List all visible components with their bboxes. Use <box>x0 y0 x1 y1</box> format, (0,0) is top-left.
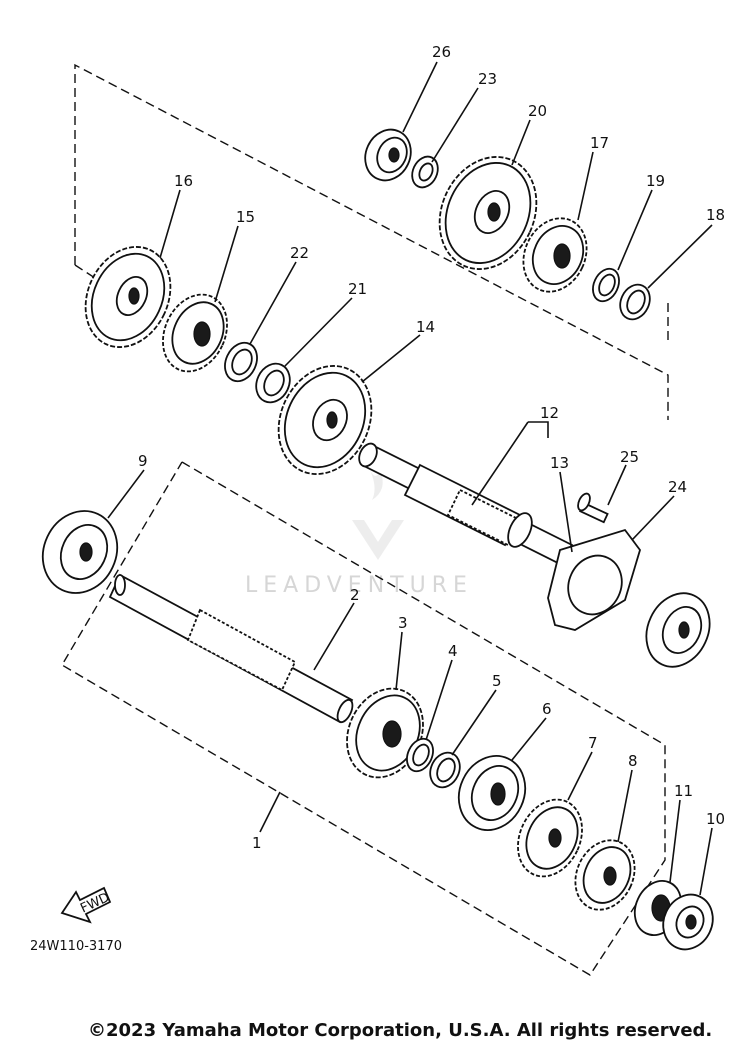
gear-14 <box>277 365 373 475</box>
mainshaft-2 <box>108 573 354 724</box>
callout-numbers: 26 23 20 17 19 18 16 15 22 21 14 12 13 2… <box>138 43 725 852</box>
gear-3 <box>346 687 424 779</box>
washer-23 <box>411 155 439 189</box>
callout-17: 17 <box>590 134 609 152</box>
watermark-text: LEADVENTURE <box>245 573 473 598</box>
gear-8 <box>574 839 636 911</box>
gear-16 <box>84 246 172 348</box>
gear-7 <box>517 798 583 878</box>
gear-6 <box>457 755 527 831</box>
washer-21 <box>255 362 291 404</box>
callout-1: 1 <box>252 834 262 852</box>
callout-5: 5 <box>492 672 502 690</box>
callout-11: 11 <box>674 782 693 800</box>
circlip-4 <box>406 737 434 773</box>
countershaft-12 <box>358 442 574 567</box>
circlip-19 <box>592 267 620 303</box>
callout-4: 4 <box>448 642 458 660</box>
gear-17 <box>522 217 588 293</box>
circlip-22 <box>224 341 258 383</box>
callout-22: 22 <box>290 244 309 262</box>
screw-25 <box>577 492 609 524</box>
fwd-label: FWD <box>78 890 112 916</box>
callout-20: 20 <box>528 102 547 120</box>
callout-15: 15 <box>236 208 255 226</box>
bearing-10 <box>662 893 714 951</box>
callout-2: 2 <box>350 586 360 604</box>
callout-18: 18 <box>706 206 725 224</box>
bearing-9 <box>41 510 119 594</box>
callout-14: 14 <box>416 318 435 336</box>
callout-19: 19 <box>646 172 665 190</box>
callout-8: 8 <box>628 752 638 770</box>
callout-16: 16 <box>174 172 193 190</box>
copyright-notice: ©2023 Yamaha Motor Corporation, U.S.A. A… <box>88 1020 713 1041</box>
callout-25: 25 <box>620 448 639 466</box>
mainshaft-group-outline <box>61 461 666 976</box>
callout-24: 24 <box>668 478 687 496</box>
callout-12: 12 <box>540 404 559 422</box>
callout-13: 13 <box>550 454 569 472</box>
callout-9: 9 <box>138 452 148 470</box>
callout-6: 6 <box>542 700 552 718</box>
callout-26: 26 <box>432 43 451 61</box>
callout-23: 23 <box>478 70 497 88</box>
callout-3: 3 <box>398 614 408 632</box>
washer-18 <box>619 283 651 321</box>
callout-7: 7 <box>588 734 598 752</box>
callout-10: 10 <box>706 810 725 828</box>
gear-20 <box>438 156 538 270</box>
watermark-logo <box>352 470 404 560</box>
drawing-code: 24W110-3170 <box>30 939 122 954</box>
gear-15 <box>162 293 228 373</box>
countershaft-group-outline <box>74 63 669 420</box>
bearing-26 <box>364 128 412 182</box>
leader-lines <box>107 61 713 896</box>
fwd-arrow-icon: FWD <box>60 886 112 924</box>
bearing-plate-24 <box>547 528 641 631</box>
bearing-countershaft <box>645 592 711 668</box>
callout-21: 21 <box>348 280 367 298</box>
